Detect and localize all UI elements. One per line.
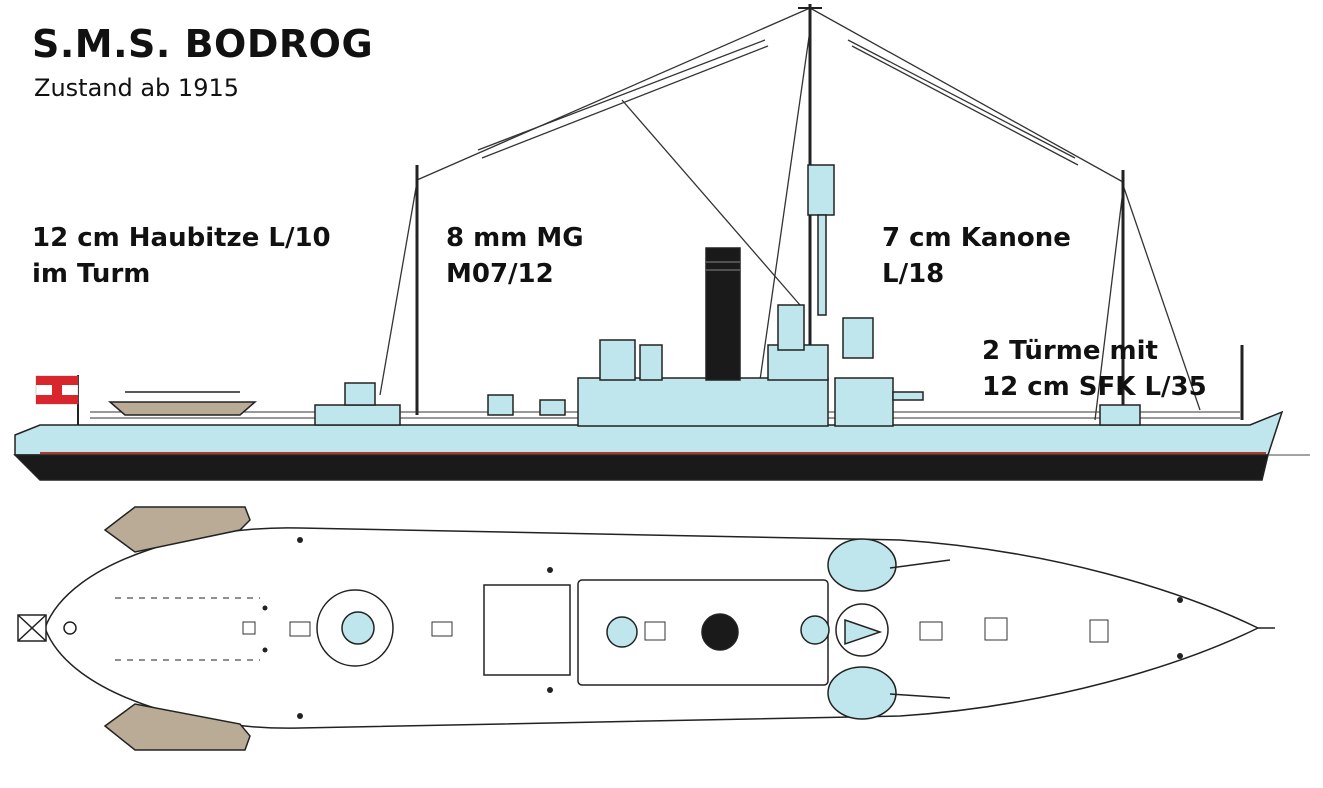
label-machine-gun: 8 mm MG M07/12	[446, 220, 584, 292]
label-howitzer-line2: im Turm	[32, 259, 151, 289]
ship-title: S.M.S. BODROG	[32, 22, 374, 66]
side-profile	[13, 4, 1310, 481]
boat-side	[107, 401, 258, 416]
top-plan	[17, 506, 1275, 751]
label-cannon-line1: 7 cm Kanone	[882, 223, 1071, 253]
label-machine-gun-line2: M07/12	[446, 259, 554, 289]
label-howitzer-line1: 12 cm Haubitze L/10	[32, 223, 331, 253]
turret-top-upper	[827, 538, 897, 592]
hull-lower	[13, 454, 1269, 481]
label-cannon: 7 cm Kanone L/18	[882, 220, 1071, 292]
deckhouse	[577, 377, 829, 427]
funnel-top	[701, 613, 739, 651]
boat-top-upper	[103, 506, 251, 553]
turret-top-lower	[827, 666, 897, 720]
label-machine-gun-line1: 8 mm MG	[446, 223, 584, 253]
label-howitzer: 12 cm Haubitze L/10 im Turm	[32, 220, 331, 292]
mast-searchlight	[807, 164, 835, 216]
label-cannon-line2: L/18	[882, 259, 945, 289]
label-turrets-line2: 12 cm SFK L/35	[982, 372, 1207, 402]
funnel	[705, 247, 741, 381]
rigging	[379, 7, 1201, 421]
label-turrets-line1: 2 Türme mit	[982, 336, 1158, 366]
austro-hungarian-naval-ensign-icon	[35, 375, 79, 405]
ship-subtitle: Zustand ab 1915	[34, 74, 239, 102]
label-turrets: 2 Türme mit 12 cm SFK L/35	[982, 333, 1207, 405]
turret-side	[834, 377, 894, 427]
boat-top-lower	[103, 703, 251, 751]
